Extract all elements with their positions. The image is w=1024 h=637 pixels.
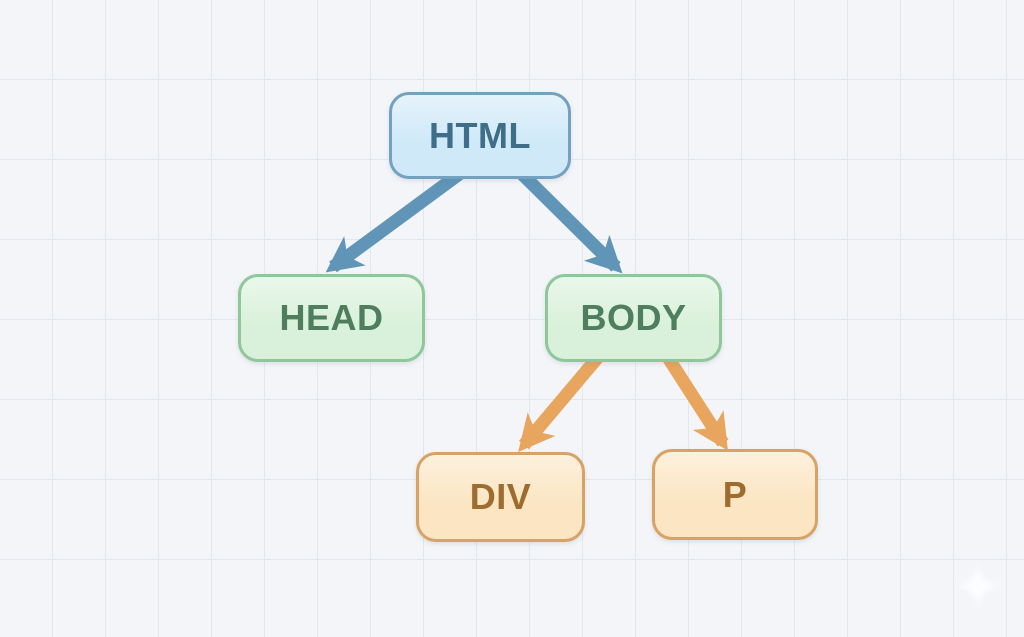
node-p: P bbox=[652, 449, 818, 540]
node-head: HEAD bbox=[238, 274, 425, 362]
edge-body-to-p bbox=[661, 352, 729, 451]
node-head-label: HEAD bbox=[279, 297, 384, 338]
node-div-label: DIV bbox=[469, 476, 532, 517]
edge-html-to-body bbox=[515, 167, 623, 274]
node-html: HTML bbox=[389, 92, 571, 179]
node-body: BODY bbox=[545, 274, 722, 362]
node-div: DIV bbox=[416, 452, 585, 542]
node-p-label: P bbox=[722, 473, 748, 515]
node-html-label: HTML bbox=[429, 114, 531, 156]
edge-html-to-head bbox=[325, 166, 466, 273]
edge-body-to-div bbox=[518, 351, 604, 452]
node-body-label: BODY bbox=[580, 297, 687, 338]
sparkle-watermark-icon bbox=[955, 563, 1001, 609]
